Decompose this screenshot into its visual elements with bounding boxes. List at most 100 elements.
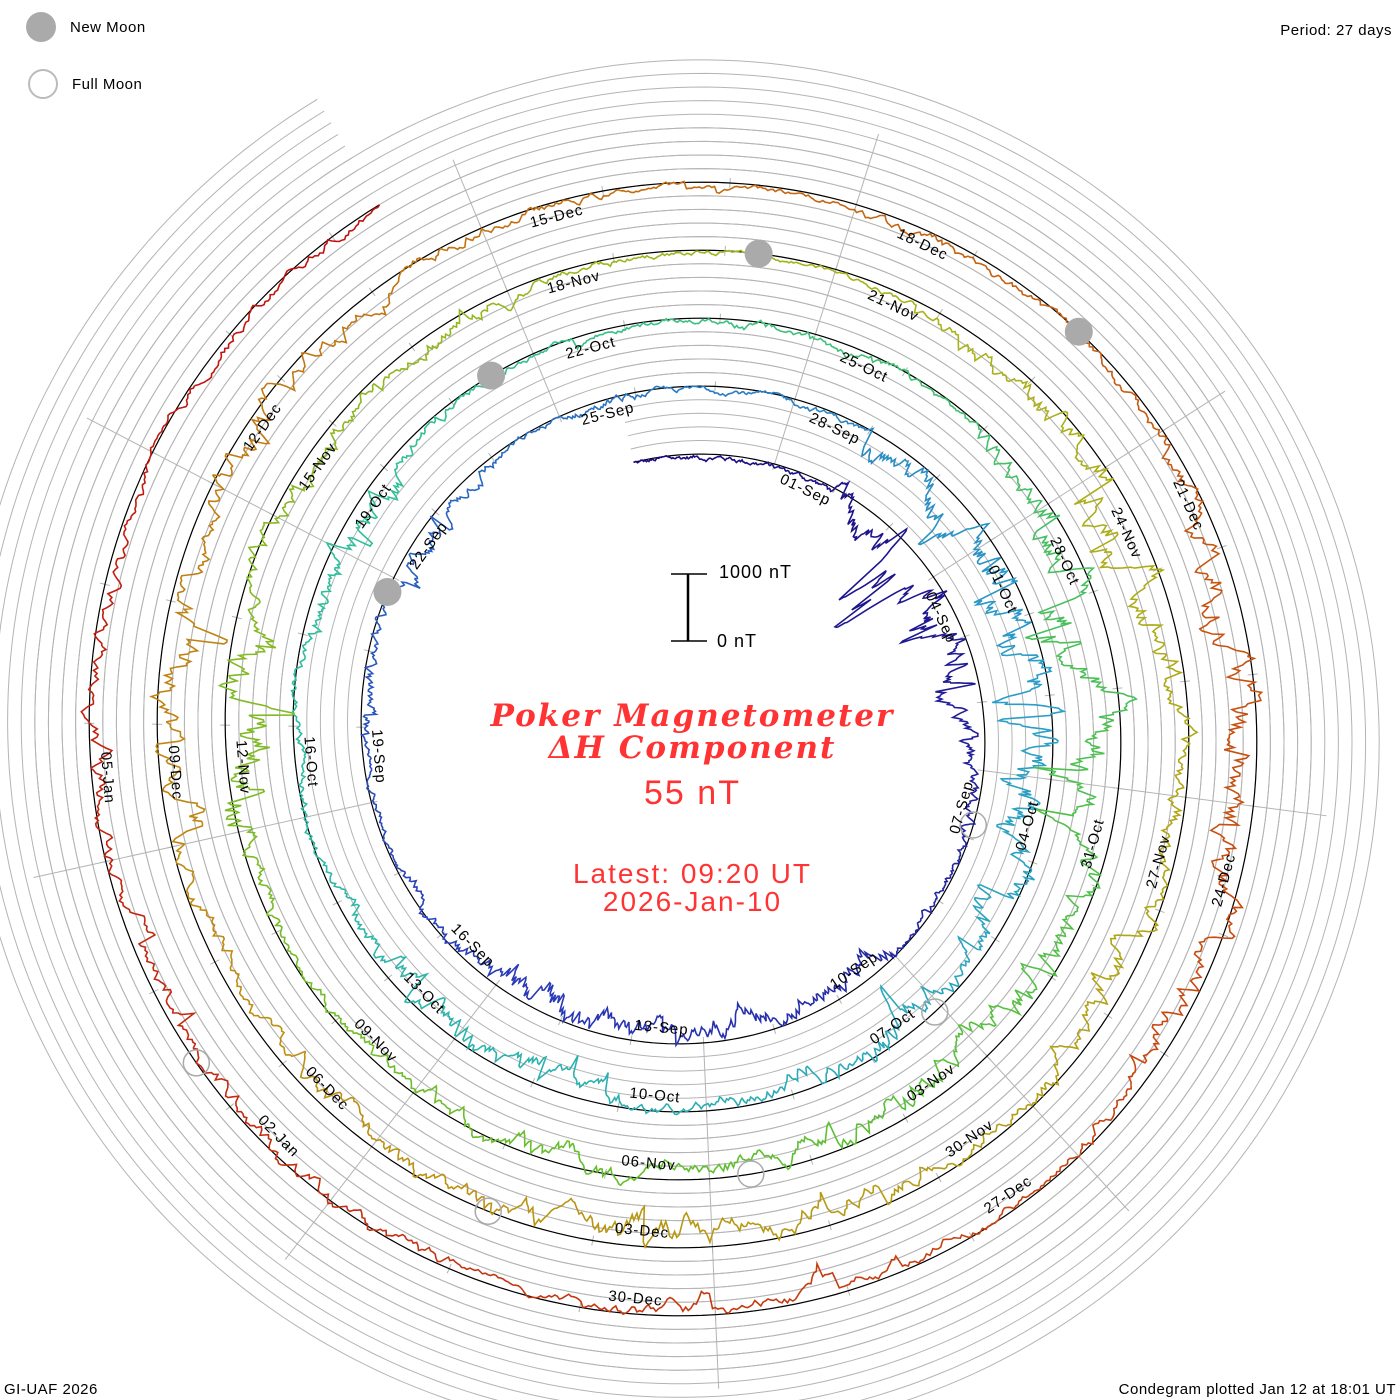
date-label: 18-Nov [545, 267, 602, 297]
date-label: 30-Nov [942, 1116, 996, 1161]
trace-segment [94, 786, 146, 919]
trace-segment [149, 597, 229, 723]
trace-segment [917, 513, 1002, 573]
date-spoke [232, 815, 311, 834]
trace-segment [1090, 885, 1168, 981]
trace-segment [672, 1149, 776, 1174]
baseline-spiral-line [88, 181, 1258, 1317]
current-value: 55 nT [644, 774, 741, 812]
trace-segment [176, 474, 226, 599]
trace-segment [1040, 635, 1139, 722]
trace-segment [291, 696, 307, 789]
trace-segment [561, 321, 656, 351]
full-moon-marker [182, 1049, 211, 1077]
trace-segment [574, 389, 652, 419]
trace-segment [957, 883, 1022, 953]
trace-segment [193, 1047, 279, 1161]
trace-segment [952, 1086, 1047, 1167]
trace-segment [941, 824, 968, 892]
trace-segment [833, 526, 908, 629]
trace-segment [794, 1254, 926, 1301]
trace-segment [409, 385, 478, 454]
trace-segment [373, 951, 446, 1010]
trace-segment [382, 1142, 490, 1211]
date-spoke [982, 1051, 1038, 1112]
full-moon-marker [921, 998, 949, 1026]
trace-segment [329, 873, 381, 952]
date-spoke [772, 393, 798, 470]
trace-segment [386, 1055, 469, 1128]
trace-segment [93, 511, 137, 647]
trace-segment [503, 963, 566, 1017]
trace-segment [920, 632, 976, 696]
trace-segment [362, 644, 379, 723]
trace-segment [283, 204, 381, 278]
trace-segment [399, 868, 445, 933]
date-label: 09-Dec [165, 745, 186, 801]
trace-segment [371, 797, 401, 870]
grid-spiral [0, 86, 1353, 1400]
trace-segment [841, 350, 932, 390]
date-spoke [813, 263, 839, 341]
new-moon-marker [744, 239, 773, 268]
chart-title: Poker Magnetometer ΔH Component [0, 700, 1385, 764]
trace-segment [1025, 541, 1096, 641]
latest-date-line2: 2026-Jan-10 [602, 886, 783, 917]
trace-segment [870, 1058, 952, 1124]
trace-segment [405, 507, 454, 580]
date-spoke [299, 800, 378, 820]
date-label: 16-Oct [300, 736, 321, 788]
date-spoke [478, 222, 511, 297]
trace-segment [933, 694, 979, 758]
date-label: 25-Sep [579, 399, 636, 429]
trace-segment [650, 385, 733, 398]
date-label: 03-Nov [904, 1060, 958, 1105]
trace-segment [695, 455, 760, 466]
trace-segment [759, 461, 822, 486]
trace-segment [1193, 839, 1244, 971]
date-label: 15-Dec [528, 201, 585, 231]
trace-segment [217, 673, 296, 782]
trace-segment [724, 1191, 845, 1242]
trace-segment [1127, 969, 1203, 1086]
trace-segment [1160, 653, 1199, 770]
trace-segment [906, 951, 971, 1013]
date-label: 05-Jan [97, 751, 118, 804]
trace-segment [875, 214, 993, 277]
date-spoke [792, 328, 818, 406]
trace-segment [134, 385, 196, 513]
date-spoke [890, 951, 946, 1011]
legend-full-moon: Full Moon [28, 69, 142, 99]
scale-bottom-label: 0 nT [717, 631, 758, 651]
date-spoke [1179, 795, 1260, 808]
date-label: 10-Sep [827, 948, 881, 993]
trace-segment [316, 526, 374, 610]
scale-top-label: 1000 nT [719, 562, 793, 582]
date-spoke [147, 449, 219, 487]
date-spoke [1074, 1151, 1130, 1212]
scale-bar [671, 573, 707, 642]
footer-credit: GI-UAF 2026 [4, 1381, 98, 1398]
trace-segment [750, 319, 843, 353]
trace-segment [290, 609, 323, 697]
latest-time-line1: Latest: 09:20 UT [572, 858, 812, 889]
date-spoke [284, 1195, 335, 1260]
trace-segment [299, 1051, 385, 1144]
trace-segment [635, 1014, 709, 1048]
trace-segment [229, 956, 306, 1058]
trace-segment [154, 721, 206, 845]
trace-segment [620, 180, 751, 195]
trace-segment [381, 308, 470, 388]
trace-segment [961, 756, 980, 826]
trace-segment [360, 720, 376, 798]
full-moon-icon [28, 69, 58, 99]
trace-segment [731, 390, 813, 412]
trace-segment [991, 369, 1085, 446]
date-label: 28-Oct [1046, 535, 1083, 588]
trace-segment [175, 843, 234, 957]
trace-segment [595, 1072, 679, 1116]
moon-markers [182, 239, 1093, 1226]
trace-segment [467, 1123, 574, 1155]
trace-segment [388, 226, 498, 295]
date-spoke [936, 1001, 992, 1061]
